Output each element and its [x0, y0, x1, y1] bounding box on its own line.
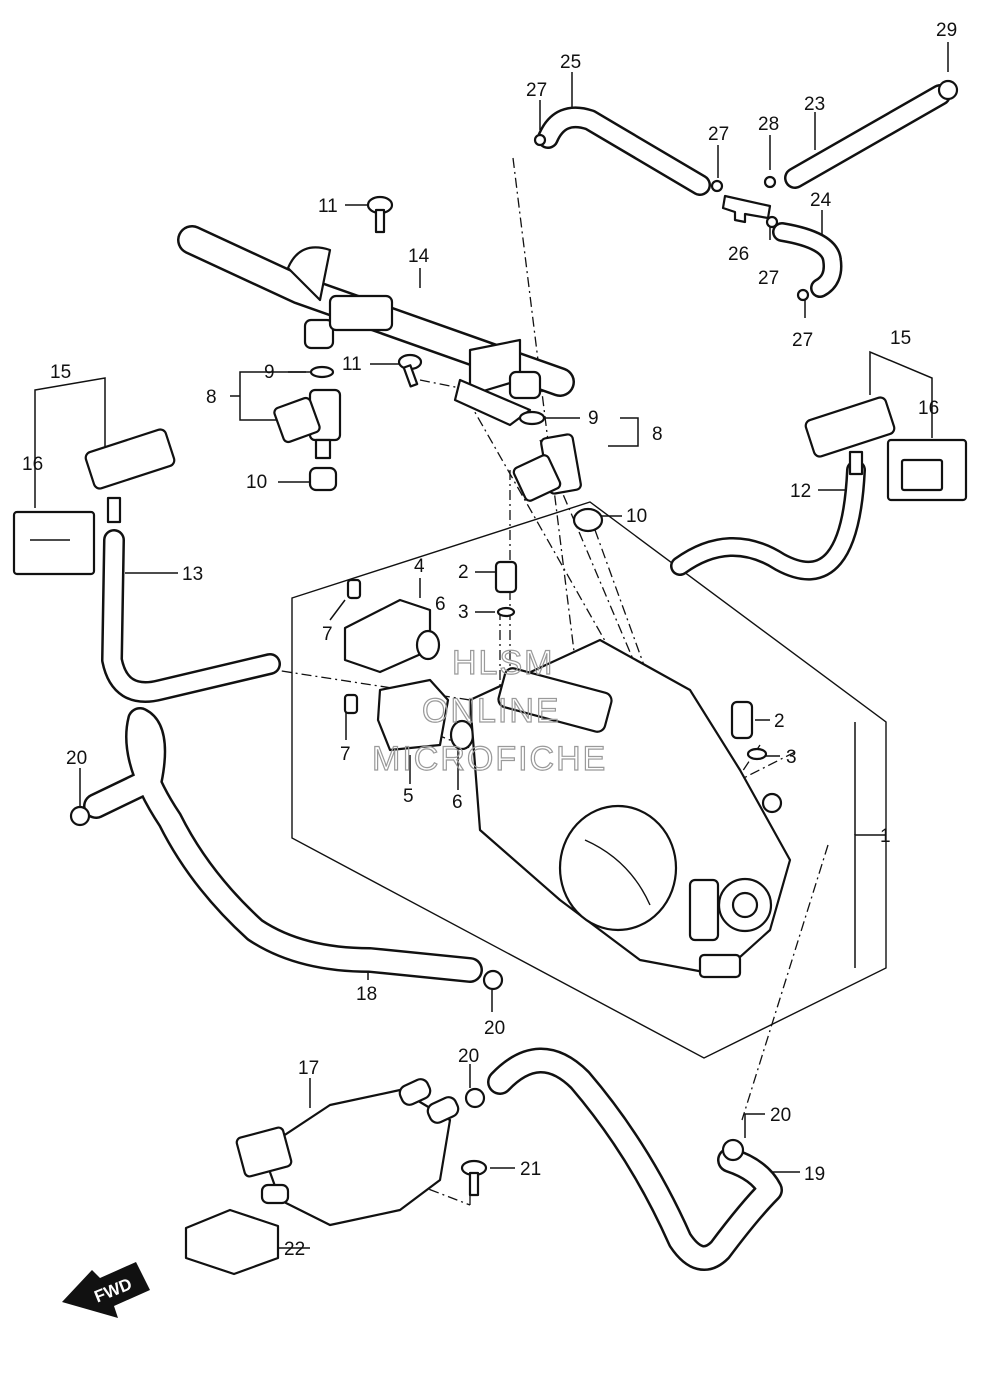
- callout-23: 23: [804, 94, 825, 115]
- hose-13: [101, 529, 281, 703]
- injector-left: [273, 365, 342, 492]
- callout-16: 16: [22, 454, 43, 475]
- screw-21: [460, 1159, 488, 1197]
- connector-left: [12, 428, 176, 576]
- callout-17: 17: [298, 1058, 319, 1079]
- callout-11: 11: [342, 354, 362, 375]
- callout-15: 15: [890, 328, 911, 349]
- callout-13: 13: [182, 564, 203, 585]
- callout-20: 20: [484, 1018, 505, 1039]
- callout-8: 8: [206, 387, 217, 408]
- callout-27: 27: [526, 80, 547, 101]
- callout-12: 12: [790, 481, 811, 502]
- watermark: HLSM ONLINE MICROFICHE: [371, 643, 607, 778]
- callout-3: 3: [786, 747, 797, 768]
- callout-27: 27: [758, 268, 779, 289]
- callout-25: 25: [560, 52, 581, 73]
- callout-18: 18: [356, 984, 377, 1005]
- callout-2: 2: [458, 562, 469, 583]
- leader-lines: [34, 42, 949, 1249]
- hose-19: [487, 1047, 783, 1271]
- callout-27: 27: [708, 124, 729, 145]
- callout-29: 29: [936, 20, 957, 41]
- callout-26: 26: [728, 244, 749, 265]
- callout-9: 9: [588, 408, 599, 429]
- callout-24: 24: [810, 190, 832, 211]
- bolt-11-upper: [366, 195, 394, 234]
- callout-7: 7: [340, 744, 351, 765]
- callout-4: 4: [414, 556, 425, 577]
- throttle-body: [468, 638, 792, 979]
- callout-20: 20: [458, 1046, 479, 1067]
- callout-9: 9: [264, 362, 275, 383]
- watermark-line2: ONLINE: [422, 692, 561, 730]
- callout-11: 11: [318, 196, 338, 217]
- callout-7: 7: [322, 624, 333, 645]
- callout-3: 3: [458, 602, 469, 623]
- clamps: [69, 805, 745, 1162]
- callout-6: 6: [435, 594, 446, 615]
- bolt-11-lower: [397, 353, 423, 388]
- callout-1: 1: [880, 826, 891, 847]
- callout-21: 21: [520, 1159, 541, 1180]
- fwd-arrow: FWD: [62, 1262, 150, 1318]
- hose-25: [537, 106, 711, 196]
- connector-right: [804, 396, 968, 502]
- callout-15: 15: [50, 362, 71, 383]
- callout-8: 8: [652, 424, 663, 445]
- bypass-valve: [235, 1078, 460, 1227]
- callout-6: 6: [452, 792, 463, 813]
- hose-23: [784, 84, 951, 189]
- throttle-body-assembly-frame: [291, 501, 887, 1059]
- watermark-line1: HLSM: [452, 644, 554, 682]
- hose-18: [83, 707, 483, 983]
- bracket-22: [184, 1208, 280, 1276]
- hose-12: [670, 460, 866, 581]
- callout-27: 27: [792, 330, 813, 351]
- callouts: 1 2 2 3 3 4 5 6 6 7 7 8 8 9 9 10 10 11 1…: [22, 20, 957, 1260]
- callout-22: 22: [284, 1239, 305, 1260]
- callout-10: 10: [626, 506, 647, 527]
- hose-24: [772, 222, 843, 298]
- callout-10: 10: [246, 472, 267, 493]
- fuel-rail: [177, 225, 575, 427]
- callout-28: 28: [758, 114, 779, 135]
- callout-19: 19: [804, 1164, 825, 1185]
- fitting-parts: [533, 79, 959, 302]
- callout-20: 20: [66, 748, 87, 769]
- injector-right: [512, 410, 604, 533]
- callout-2: 2: [774, 711, 785, 732]
- callout-16: 16: [918, 398, 939, 419]
- watermark-line3: MICROFICHE: [372, 740, 607, 778]
- callout-14: 14: [408, 246, 430, 267]
- callout-20: 20: [770, 1105, 791, 1126]
- callout-5: 5: [403, 786, 414, 807]
